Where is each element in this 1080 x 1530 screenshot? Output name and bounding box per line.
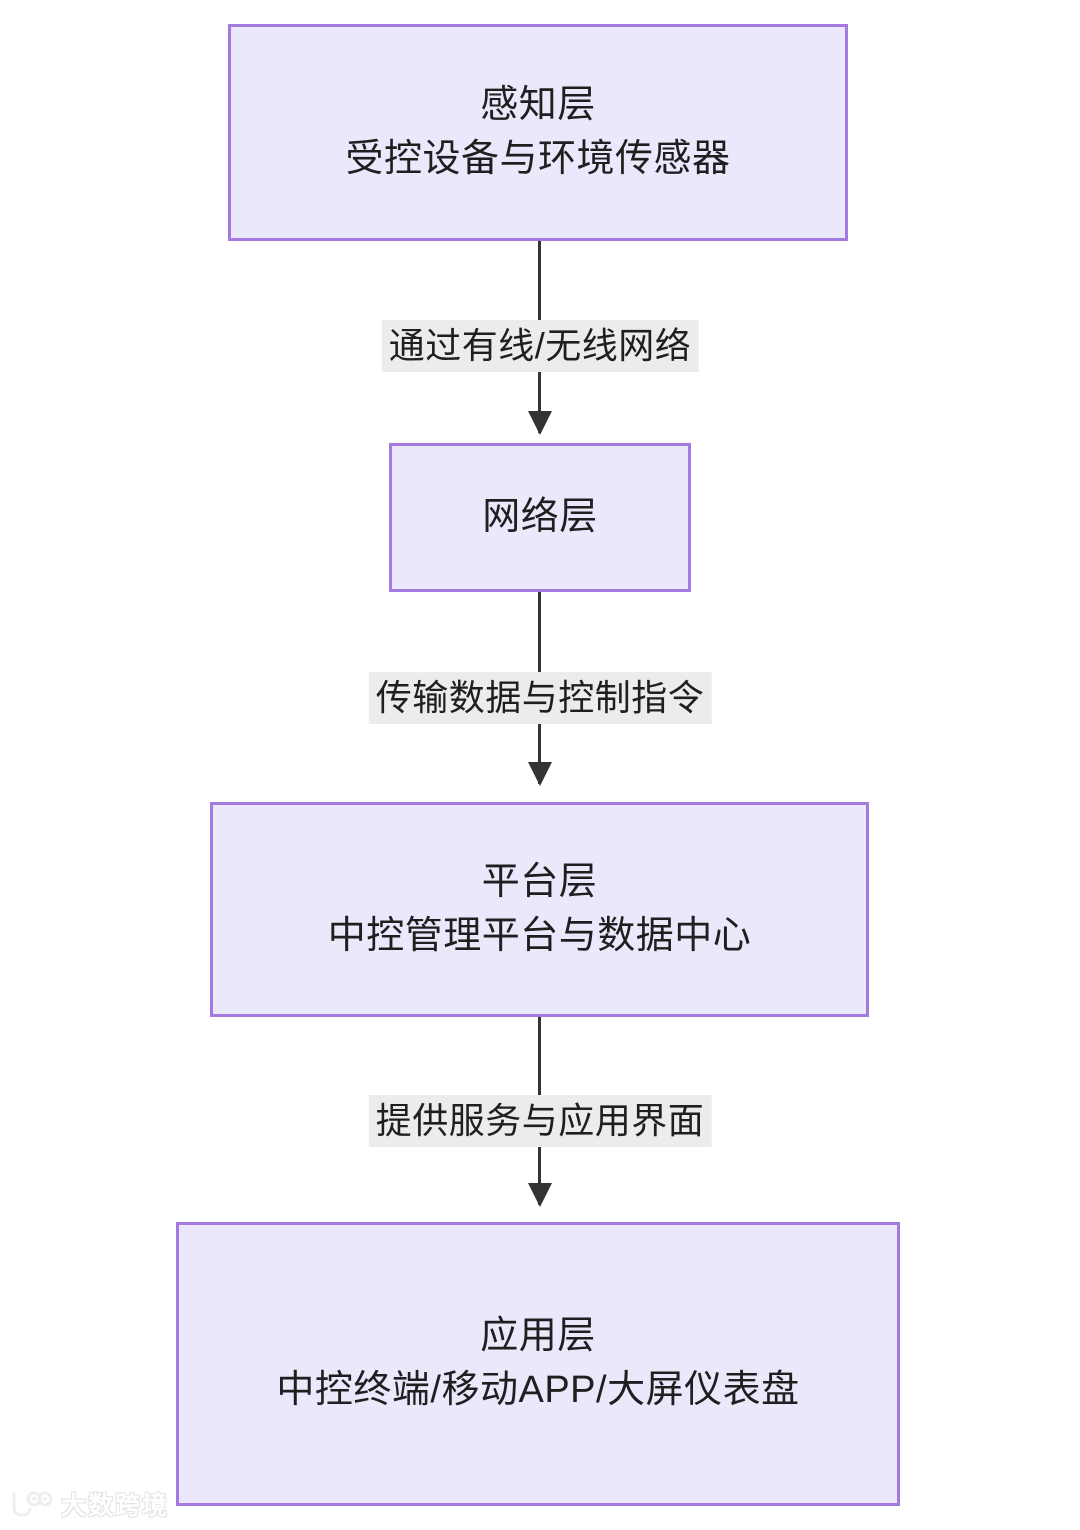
flow-node-application-title: 应用层 [480, 1315, 596, 1358]
edge-label-platform-to-application: 提供服务与应用界面 [368, 1095, 712, 1148]
edge-label-network-to-platform: 传输数据与控制指令 [368, 672, 712, 725]
flow-node-platform-title: 平台层 [481, 860, 598, 903]
flow-node-network[interactable]: 网络层 [389, 443, 691, 592]
edge-label-perception-to-network: 通过有线/无线网络 [381, 320, 699, 373]
flow-node-network-title: 网络层 [482, 495, 598, 538]
flow-node-perception-title: 感知层 [480, 83, 596, 126]
flow-node-platform[interactable]: 平台层 中控管理平台与数据中心 [210, 802, 869, 1017]
flow-node-perception-subtitle: 受控设备与环境传感器 [345, 137, 731, 180]
arrowhead-platform-to-application [528, 1183, 552, 1207]
arrowhead-network-to-platform [528, 762, 552, 786]
flow-node-perception[interactable]: 感知层 受控设备与环境传感器 [228, 24, 848, 241]
flow-node-application[interactable]: 应用层 中控终端/移动APP/大屏仪表盘 [176, 1222, 900, 1506]
flow-node-application-subtitle: 中控终端/移动APP/大屏仪表盘 [276, 1369, 800, 1411]
flow-node-platform-subtitle: 中控管理平台与数据中心 [327, 914, 752, 957]
watermark: 大数跨境 [10, 1486, 169, 1522]
arrowhead-perception-to-network [528, 411, 552, 435]
watermark-text: 大数跨境 [61, 1492, 170, 1520]
brand-logo-icon [12, 1491, 52, 1517]
